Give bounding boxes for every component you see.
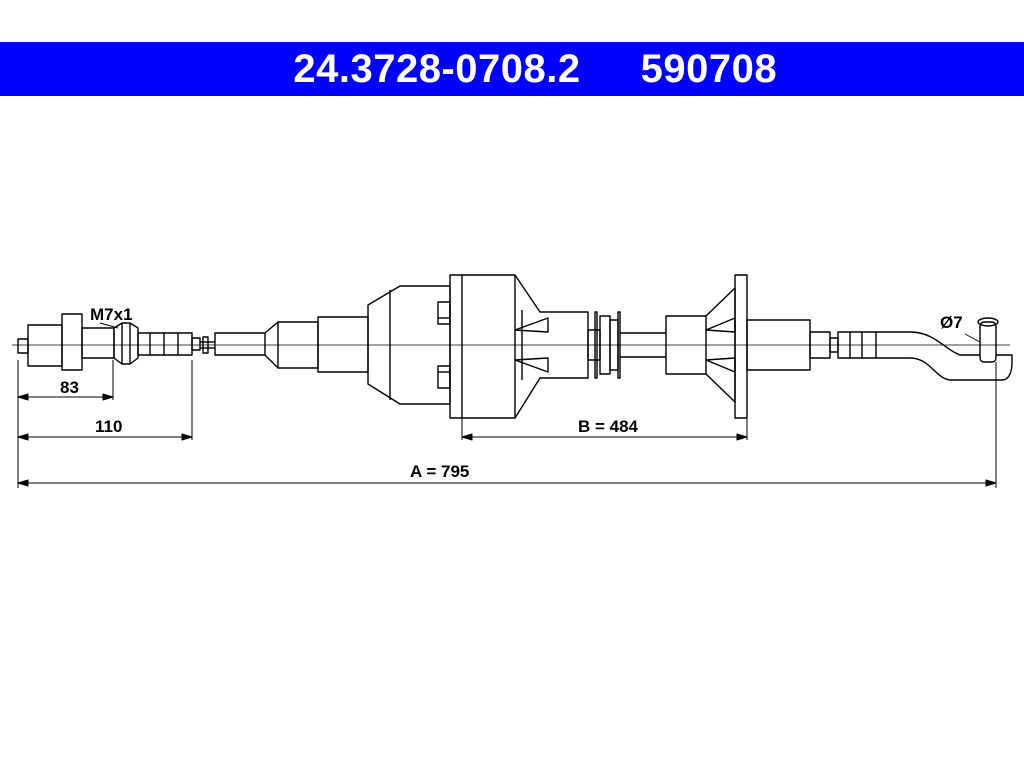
dimension-lines: [17, 322, 997, 488]
ref-number: 590708: [640, 46, 778, 91]
rubber-grommet: [594, 311, 666, 379]
title-text: 24.3728-0708.2 590708: [247, 2, 777, 137]
diameter-label: Ø7: [940, 313, 963, 332]
thread-label: M7x1: [90, 305, 133, 324]
eye-end-fitting: [837, 317, 1013, 381]
part-number: 24.3728-0708.2: [293, 46, 581, 91]
dim-b-label: B = 484: [578, 417, 639, 436]
threaded-end-fitting: [17, 313, 201, 371]
adjuster-housing: [367, 274, 601, 419]
dim-a-label: A = 795: [410, 462, 469, 481]
mounting-bracket: [665, 274, 839, 419]
dim-83-label: 83: [60, 378, 79, 397]
dim-110-label: 110: [95, 417, 122, 436]
inner-cable-section: [200, 316, 369, 373]
title-banner: 24.3728-0708.2 590708: [0, 42, 1024, 96]
